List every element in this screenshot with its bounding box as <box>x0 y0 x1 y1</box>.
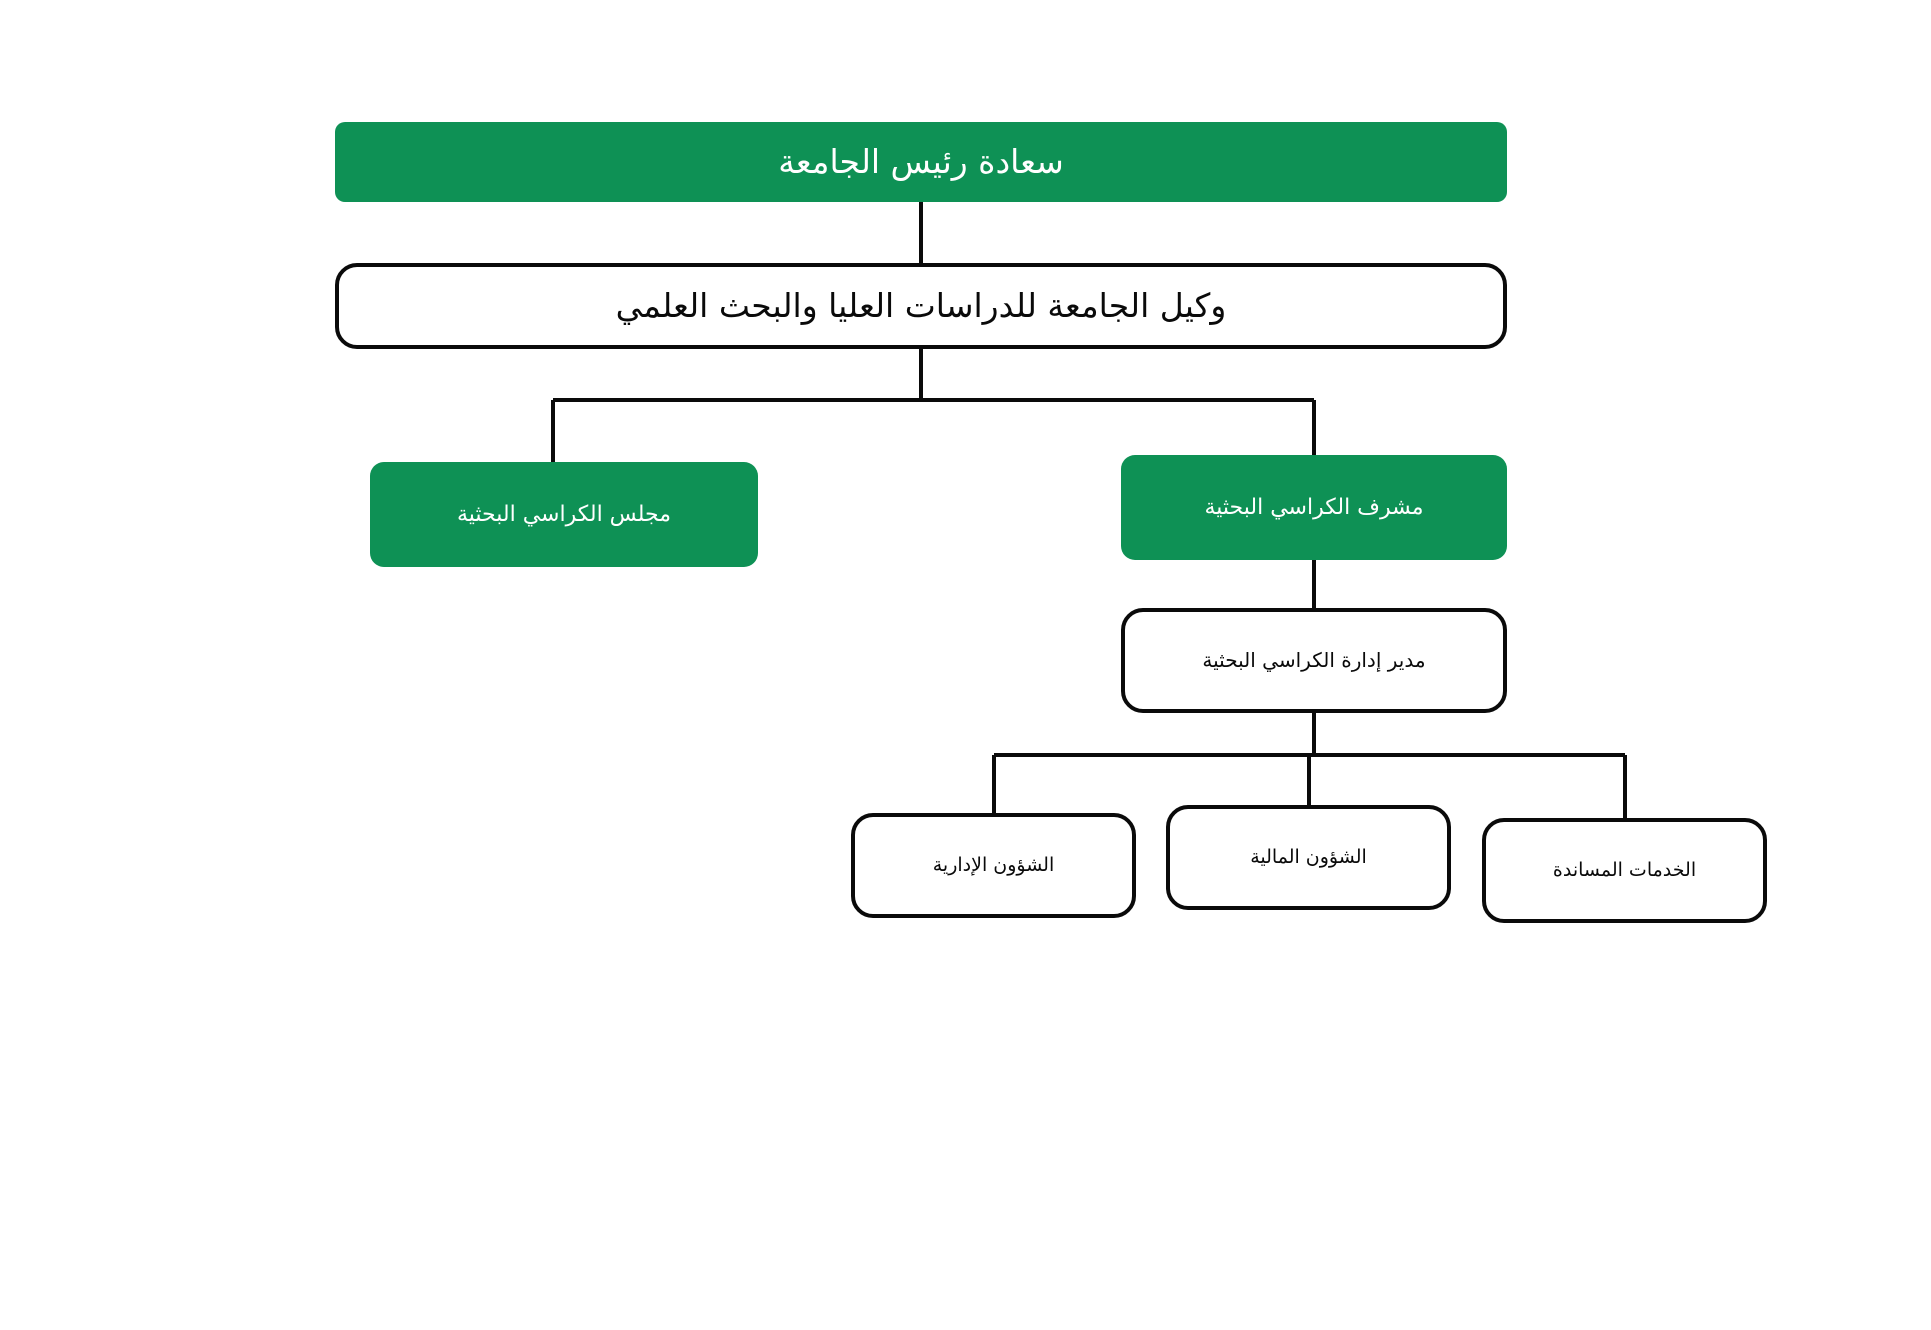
node-chairs-supervisor[interactable]: مشرف الكراسي البحثية <box>1121 455 1507 560</box>
node-chairs-council[interactable]: مجلس الكراسي البحثية <box>370 462 758 567</box>
node-admin-affairs[interactable]: الشؤون الإدارية <box>851 813 1136 918</box>
node-financial-affairs[interactable]: الشؤون المالية <box>1166 805 1451 910</box>
node-president[interactable]: سعادة رئيس الجامعة <box>335 122 1507 202</box>
node-vice-president-label: وكيل الجامعة للدراسات العليا والبحث العل… <box>615 286 1227 326</box>
node-chairs-council-label: مجلس الكراسي البحثية <box>456 501 672 527</box>
node-support-services-label: الخدمات المساندة <box>1552 858 1697 881</box>
node-president-label: سعادة رئيس الجامعة <box>778 142 1064 182</box>
node-chairs-supervisor-label: مشرف الكراسي البحثية <box>1204 494 1424 520</box>
node-chairs-director[interactable]: مدير إدارة الكراسي البحثية <box>1121 608 1507 713</box>
node-vice-president[interactable]: وكيل الجامعة للدراسات العليا والبحث العل… <box>335 263 1507 349</box>
node-support-services[interactable]: الخدمات المساندة <box>1482 818 1767 923</box>
node-financial-affairs-label: الشؤون المالية <box>1250 845 1367 868</box>
node-chairs-director-label: مدير إدارة الكراسي البحثية <box>1202 648 1426 672</box>
node-admin-affairs-label: الشؤون الإدارية <box>932 853 1055 876</box>
